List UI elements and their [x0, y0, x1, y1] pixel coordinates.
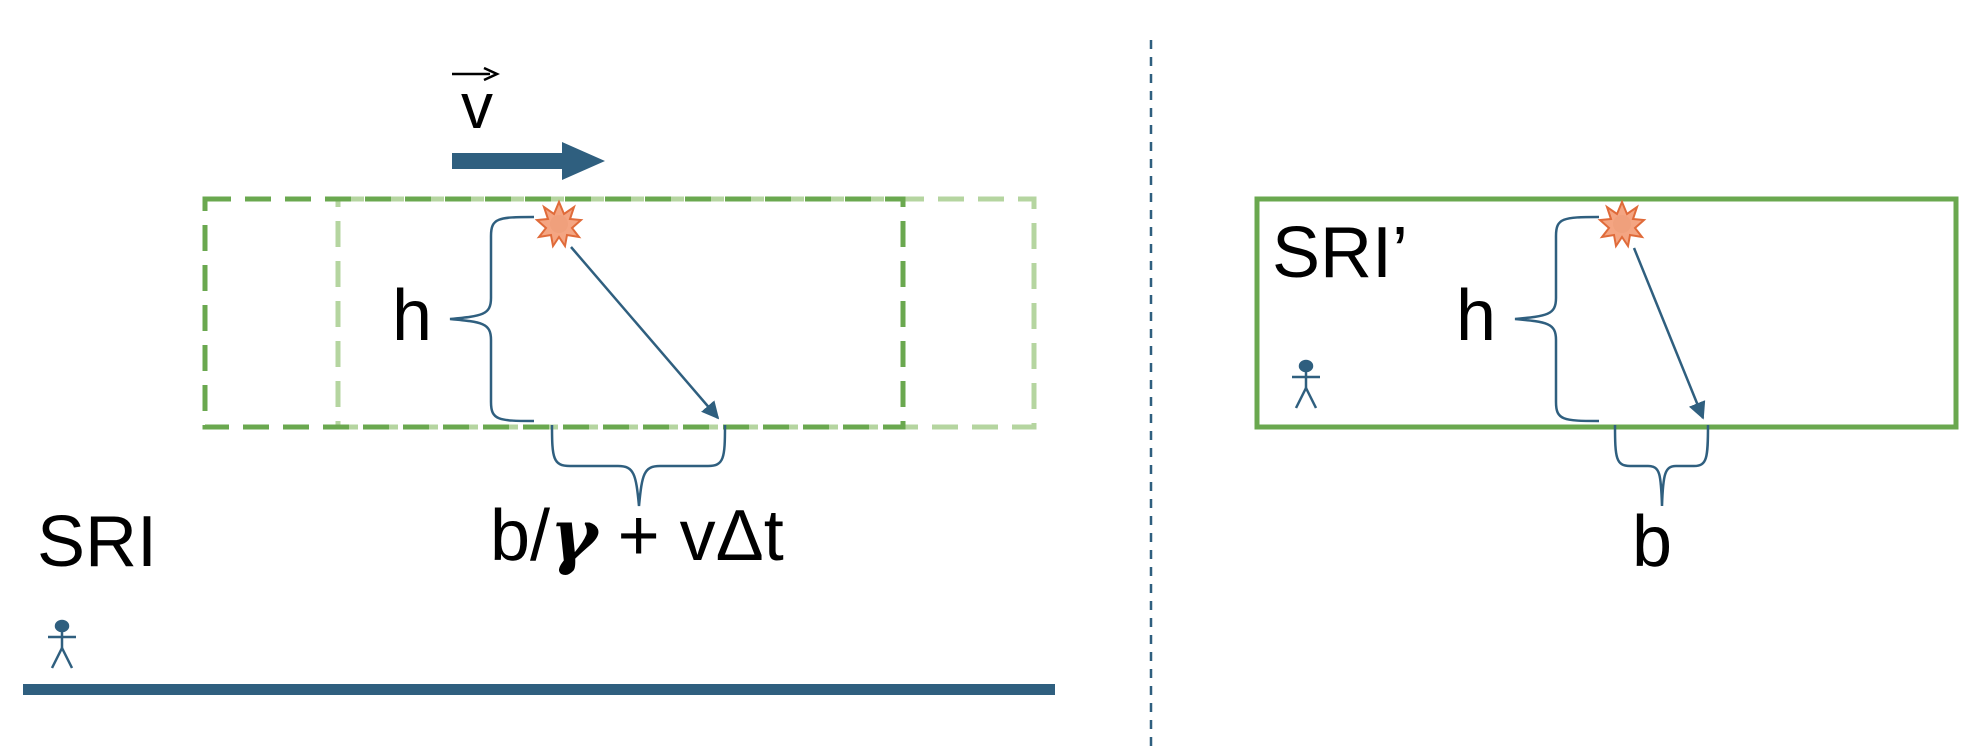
- light-path-arrow: [1632, 247, 1706, 420]
- rest-box: [1254, 196, 1959, 430]
- ground-line: [23, 684, 1055, 695]
- height-label: h: [1456, 276, 1496, 356]
- moving-box-current: [202, 196, 906, 430]
- moving-box-later: [335, 196, 1037, 430]
- velocity-arrow: [452, 142, 605, 180]
- frame-label-sri: SRI: [37, 502, 157, 582]
- right-panel: SRI’ h b: [1254, 196, 1959, 582]
- gamma-symbol: γ: [550, 492, 601, 577]
- base-label: b: [1632, 502, 1672, 582]
- height-brace: [1514, 215, 1600, 423]
- velocity-label: v: [461, 70, 493, 142]
- base-brace: [550, 424, 727, 507]
- base-label: b/γ + vΔt: [490, 492, 784, 577]
- light-path-arrow: [570, 246, 720, 420]
- starburst-icon: [1597, 199, 1647, 249]
- starburst-icon: [534, 199, 584, 249]
- height-label: h: [392, 276, 432, 356]
- base-brace: [1613, 424, 1710, 507]
- height-brace: [449, 215, 535, 423]
- stick-figure-icon: [48, 619, 76, 669]
- left-panel: v h b/γ + vΔt SRI: [23, 66, 1055, 695]
- stick-figure-icon: [1292, 359, 1320, 409]
- frame-label-sri-prime: SRI’: [1272, 213, 1408, 293]
- velocity-vector: v: [452, 66, 500, 142]
